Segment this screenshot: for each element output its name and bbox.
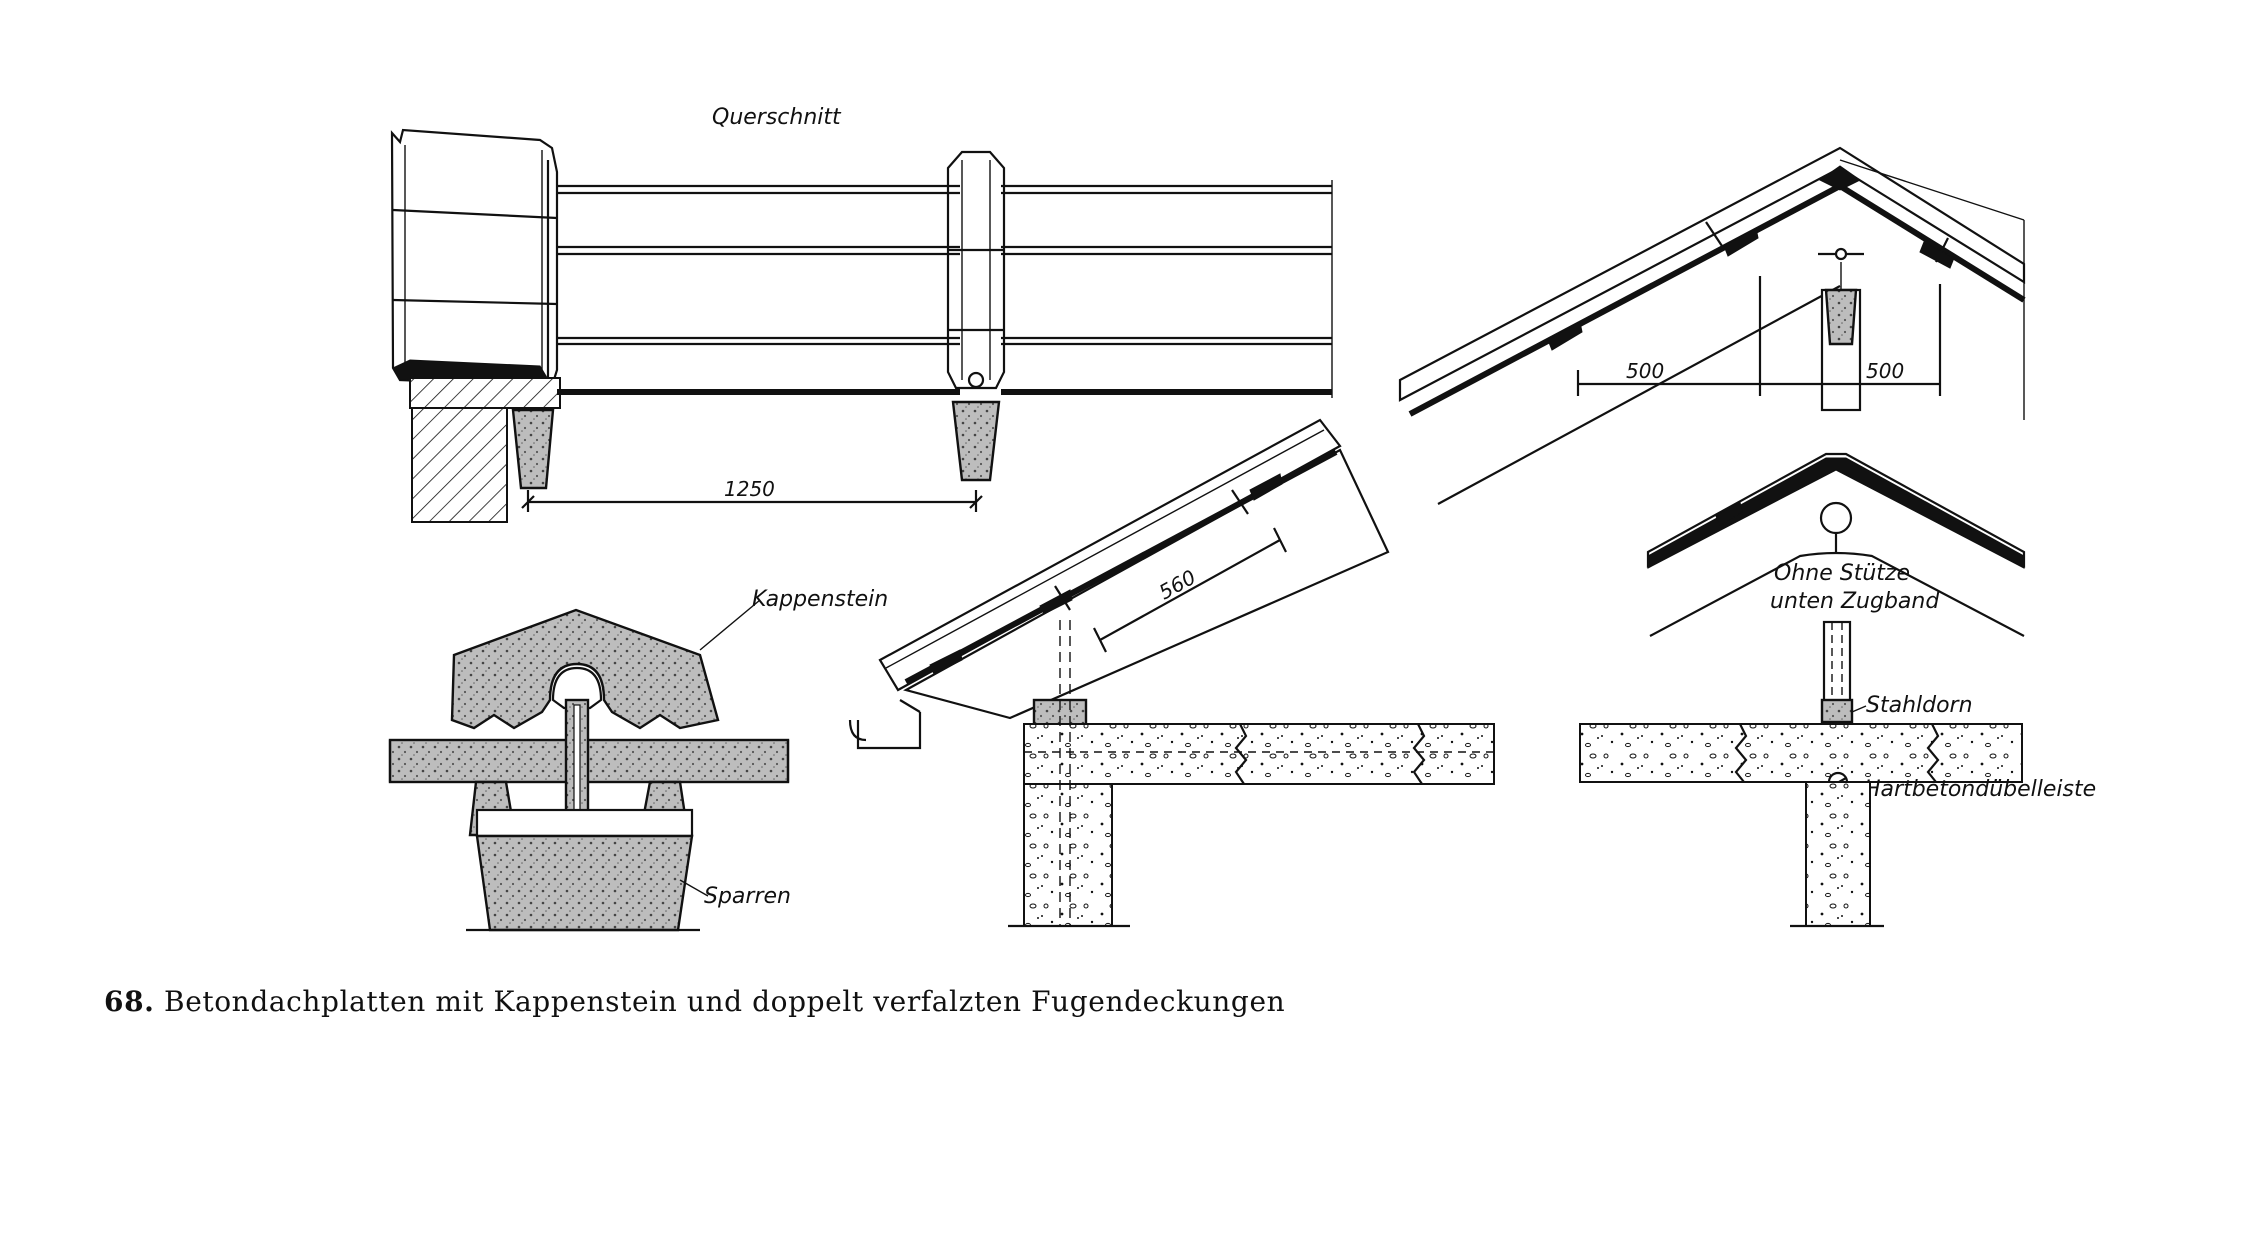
dowel-strip-label: Hartbetondübelleiste [1864, 777, 2096, 802]
sloped-plate-eaves [878, 418, 1342, 692]
eaves-detail: 560 [848, 418, 1495, 928]
cross-section-panel: Querschnitt [390, 105, 1333, 523]
rafter-label: Sparren [704, 884, 791, 909]
column-right [1805, 781, 1871, 927]
rafter-wedge-middle [951, 400, 1001, 482]
rafter [475, 834, 694, 932]
dim-500-left-label: 500 [1626, 359, 1664, 383]
figure-caption: 68. Betondachplatten mit Kappenstein und… [104, 985, 1285, 1018]
dim-500-right-label: 500 [1866, 359, 1904, 383]
cap-stone-detail: Kappenstein Sparren [388, 587, 888, 932]
steel-pin-label: Stahldorn [1866, 693, 1973, 718]
end-cap [390, 128, 559, 388]
wall-pier [411, 407, 508, 523]
dimension-1250: 1250 [521, 477, 983, 512]
dim-1250-label: 1250 [724, 477, 775, 501]
cross-section-label: Querschnitt [712, 105, 842, 130]
dim-560-label: 560 [1155, 565, 1200, 605]
figure-number: 68. [104, 985, 155, 1018]
middle-cap-stone [946, 150, 1006, 390]
cap-stone-label: Kappenstein [752, 587, 888, 612]
no-support-label-line2: unten Zugband [1770, 589, 1940, 614]
floor-slab-right [1579, 723, 2023, 783]
no-support-label-line1: Ohne Stütze [1774, 561, 1910, 586]
end-rafter [409, 377, 561, 409]
dimension-500-500: 500 500 [1576, 276, 1942, 396]
column-left [1023, 783, 1113, 927]
rafter-wedge-left [511, 408, 555, 490]
ridge-detail: 500 500 [1398, 146, 2026, 505]
tension-tie-detail: Ohne Stütze unten Zugband Stahldorn Hart… [1579, 452, 2096, 928]
cap-stone [450, 608, 720, 730]
figure-caption-text: Betondachplatten mit Kappenstein und dop… [164, 985, 1286, 1018]
panel-body [557, 180, 1333, 398]
